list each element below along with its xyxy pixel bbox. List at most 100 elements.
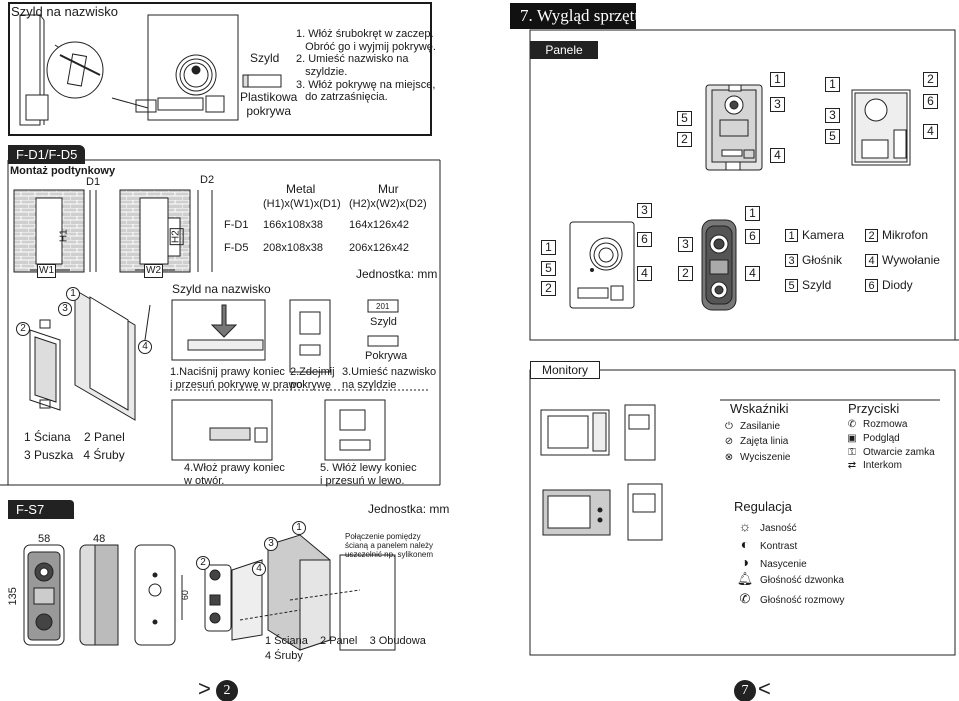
fd-circle-2: 2 xyxy=(16,322,30,336)
wskaznik-label: Zajęta linia xyxy=(740,436,789,447)
footer-nav-left-icon[interactable]: > xyxy=(198,676,211,701)
fd-parts-line-2: 3 Puszka 4 Śruby xyxy=(24,448,125,462)
fd-mount-title: Montaż podtynkowy xyxy=(10,165,116,177)
fs7-dim-135: 135 xyxy=(6,587,19,606)
regulacja-item: ◐ Kontrast xyxy=(734,536,797,553)
top-box-title: Szyld na nazwisko xyxy=(11,4,118,19)
fs7-parts-line-1: 1 Ściana 2 Panel 3 Obudowa xyxy=(265,635,426,647)
ring-volume-icon: 🔔︎ xyxy=(736,571,754,586)
legend-label: Wywołanie xyxy=(882,253,940,267)
przycisk-item: ⇄Interkom xyxy=(845,460,902,472)
footer-nav-right-icon[interactable]: < xyxy=(758,676,771,701)
fs7-note: Połączenie pomiędzy ścianą a panelem nal… xyxy=(345,532,434,560)
top-box-plastikowa-label: Plastikowa pokrywa xyxy=(240,90,298,118)
przycisk-item: ✆ Rozmowa xyxy=(845,419,908,431)
legend-label: Szyld xyxy=(802,278,832,292)
regulacja-label: Kontrast xyxy=(760,541,798,552)
table-row-model: F-D5 xyxy=(224,242,249,254)
fd-szyld-num: 201 xyxy=(376,302,390,311)
fd-szyld-label: Szyld xyxy=(370,316,397,328)
panel-a-num-4: 4 xyxy=(770,148,785,163)
przycisk-label: Podgląd xyxy=(863,433,900,444)
brightness-icon: ☼ xyxy=(738,518,752,534)
fd-parts-line-1: 1 Ściana 2 Panel xyxy=(24,430,125,444)
regulacja-label: Głośność rozmowy xyxy=(760,595,845,606)
przycisk-label: Interkom xyxy=(863,460,902,471)
fs7-unit: Jednostka: mm xyxy=(368,502,450,516)
busy-icon: ⊘ xyxy=(724,436,734,447)
fs7-circle-4: 4 xyxy=(252,562,266,576)
panel-b-num-5: 5 xyxy=(825,129,840,144)
fd-circle-4: 4 xyxy=(138,340,152,354)
przycisk-label: Rozmowa xyxy=(863,419,908,430)
przycisk-label: Otwarcie zamka xyxy=(863,447,935,458)
przycisk-item: ⚿Otwarcie zamka xyxy=(845,447,935,459)
panel-a-num-2: 2 xyxy=(677,132,692,147)
table-unit: Jednostka: mm xyxy=(356,267,438,281)
table-row-metal: 208x108x38 xyxy=(263,242,323,254)
panel-c-num-2: 2 xyxy=(541,281,556,296)
footer-page-right: 7 xyxy=(734,680,756,701)
fd-szyld-drawing xyxy=(171,299,399,461)
wskaznik-label: Wyciszenie xyxy=(740,452,791,463)
footer-page-left: 2 xyxy=(216,680,238,701)
power-icon: ⏻ xyxy=(725,421,733,432)
panel-c-num-6: 6 xyxy=(637,232,652,247)
fd-mount-drawing xyxy=(13,189,213,273)
panel-b-num-1: 1 xyxy=(825,77,840,92)
przyciski-title: Przyciski xyxy=(848,401,900,416)
fd-d1-label: D1 xyxy=(86,176,101,188)
panel-d-num-1: 1 xyxy=(745,206,760,221)
fs7-dim-48: 48 xyxy=(93,533,106,545)
panel-a-num-1: 1 xyxy=(770,72,785,87)
regulacja-item: ☼Jasność xyxy=(734,518,797,535)
top-box-steps: 1. Włóż śrubokręt w zaczep. Obróć go i w… xyxy=(296,28,436,104)
fs7-parts-line-2: 4 Śruby xyxy=(265,650,303,662)
table-row-mur: 206x126x42 xyxy=(349,242,409,254)
table-row-metal: 166x108x38 xyxy=(263,219,323,231)
fd-w1-label: W1 xyxy=(37,264,56,278)
talk-volume-icon: ✆ xyxy=(739,591,751,606)
fd-section-tab: F-D1/F-D5 xyxy=(8,145,86,164)
legend-num: 5 xyxy=(785,279,798,292)
panel-a-num-3: 3 xyxy=(770,97,785,112)
phone-icon: ✆ xyxy=(847,419,857,430)
panel-b-num-6: 6 xyxy=(923,94,938,109)
fs7-circle-1: 1 xyxy=(292,521,306,535)
wskaznik-label: Zasilanie xyxy=(740,421,781,432)
table-col-mur-sub: (H2)x(W2)x(D2) xyxy=(349,198,427,210)
regulacja-title: Regulacja xyxy=(734,499,792,514)
panel-c-num-1: 1 xyxy=(541,240,556,255)
mute-icon: ⊗ xyxy=(724,452,734,463)
panel-d-num-4: 4 xyxy=(745,266,760,281)
fd-exploded-drawing xyxy=(29,289,151,421)
panele-drawing xyxy=(569,84,911,311)
panel-b-num-4: 4 xyxy=(923,124,938,139)
legend-num: 6 xyxy=(865,279,878,292)
fd-step-2: 2.Zdejmij pokrywę xyxy=(290,366,335,391)
fd-szyld-title: Szyld na nazwisko xyxy=(172,282,271,296)
top-instructions-box xyxy=(8,2,432,136)
fd-step-4: 4.Włoż prawy koniec w otwór. xyxy=(184,462,285,487)
legend-num: 3 xyxy=(785,254,798,267)
top-box-drawing xyxy=(19,14,282,126)
fs7-dim-58: 58 xyxy=(38,533,51,545)
table-row-mur: 164x126x42 xyxy=(349,219,409,231)
legend-item: 5 Szyld xyxy=(785,278,832,293)
panel-d-num-3: 3 xyxy=(678,237,693,252)
przycisk-item: ▣Podgląd xyxy=(845,433,900,445)
legend-num: 1 xyxy=(785,229,798,242)
panel-c-num-3: 3 xyxy=(637,203,652,218)
panel-c-num-5: 5 xyxy=(541,261,556,276)
panele-tab: Panele xyxy=(530,41,598,59)
contrast-icon: ◐ xyxy=(740,536,750,552)
legend-num: 4 xyxy=(865,254,878,267)
wskazniki-title: Wskaźniki xyxy=(730,401,789,416)
regulacja-item: ✆ Głośność rozmowy xyxy=(734,591,845,607)
fs7-drawing xyxy=(23,534,396,651)
fd-step-1: 1.Naciśnij prawy koniec i przesuń pokryw… xyxy=(170,366,303,391)
